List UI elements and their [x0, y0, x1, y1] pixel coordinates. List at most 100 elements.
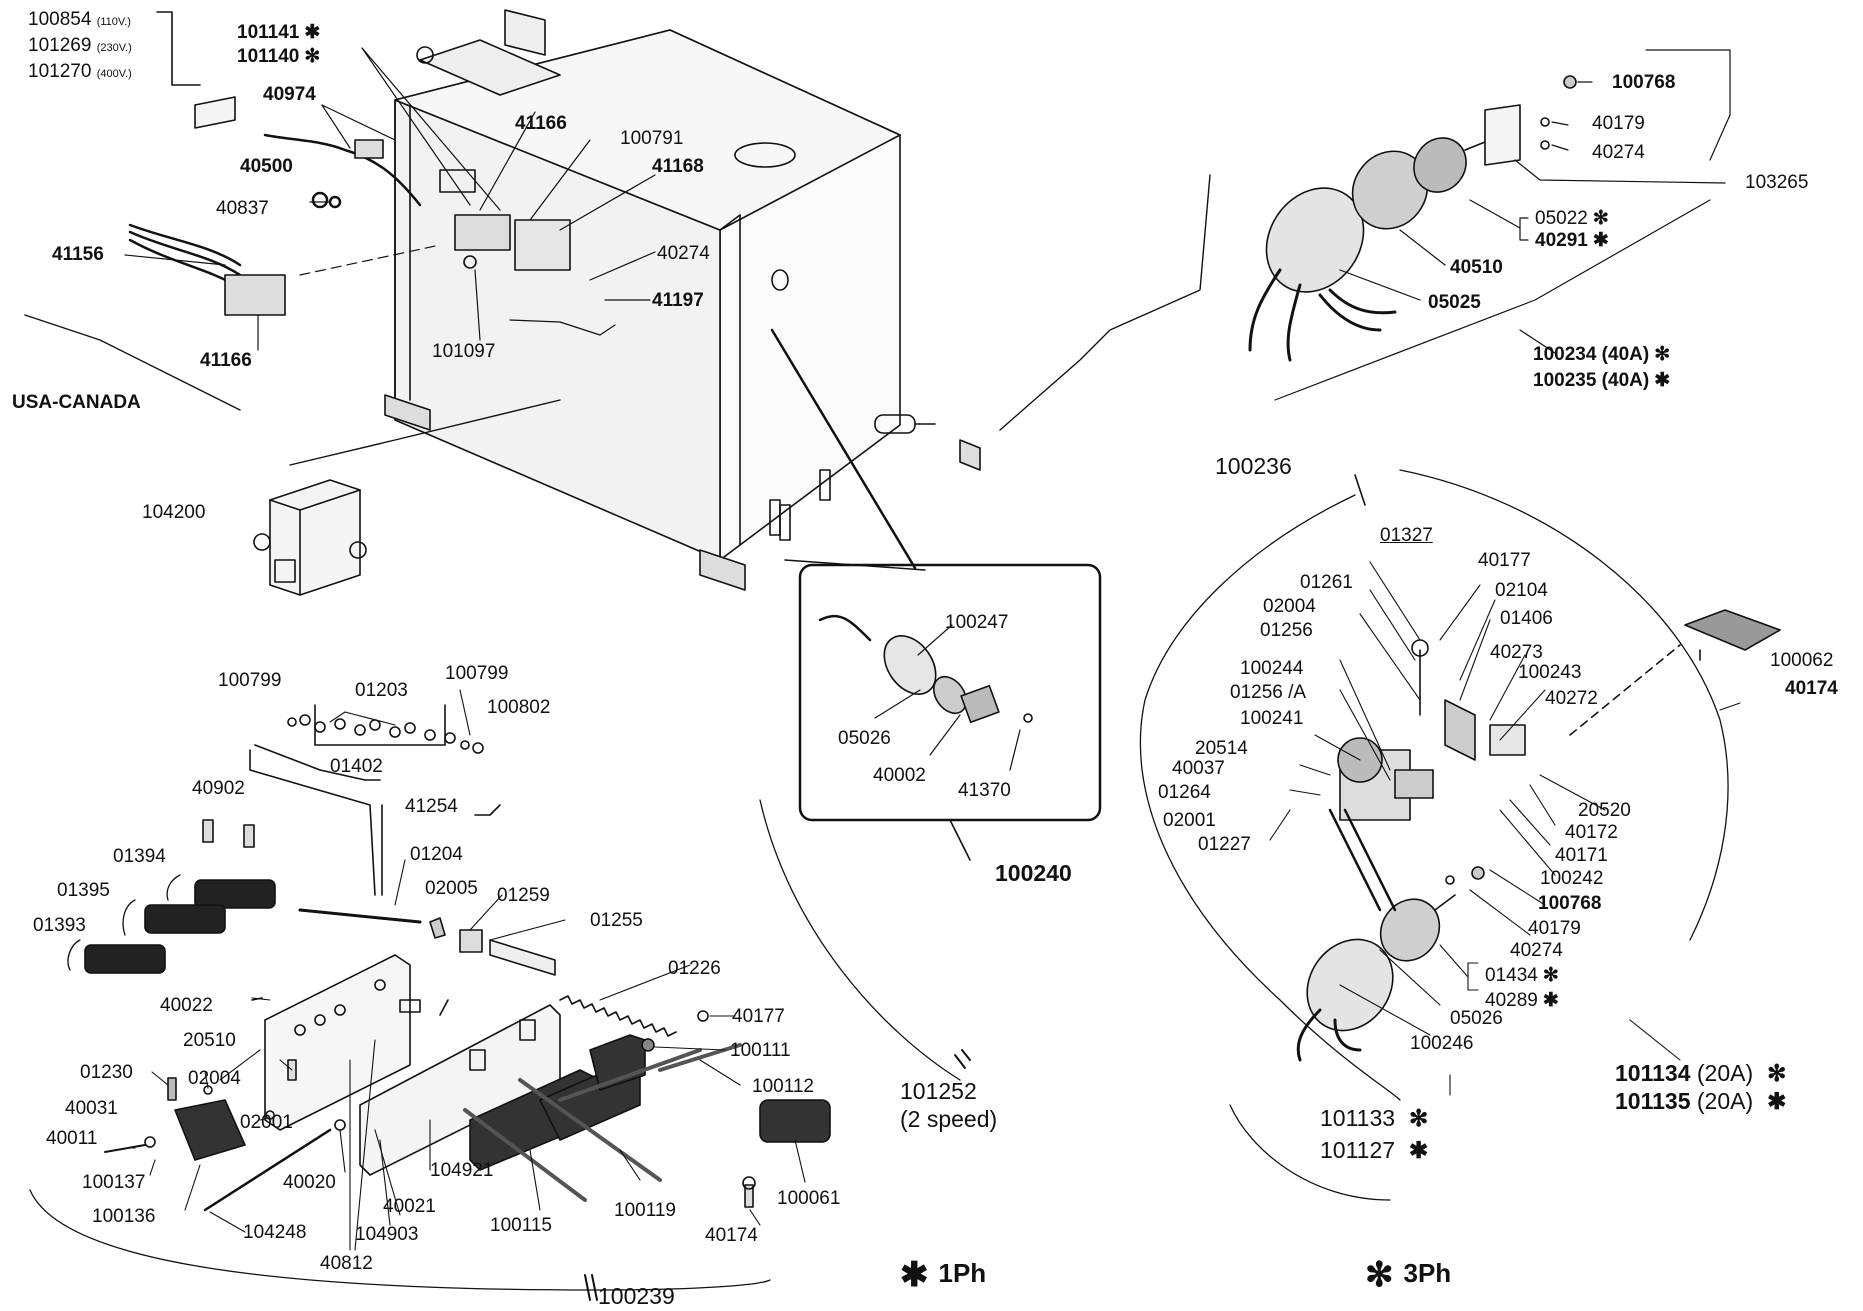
three-phase-icon: ✻ — [304, 46, 321, 67]
part-label: 20514 — [1195, 738, 1248, 759]
assembly-arc-101252 — [759, 799, 971, 1081]
part-label: 100802 — [487, 697, 551, 718]
part-label: 40274 — [657, 243, 710, 264]
part-label: 100768 — [1538, 893, 1602, 914]
part-number: 01434 — [1485, 965, 1538, 986]
voltage-note: (400V.) — [96, 68, 132, 80]
part-number: 05022 — [1535, 208, 1588, 229]
part-label: 01226 — [668, 958, 721, 979]
amp-rating: (20A) — [1696, 1060, 1754, 1086]
part-label: 01406 — [1500, 608, 1553, 629]
assembly-label: 100239 — [598, 1283, 675, 1309]
three-phase-icon: ✻ — [1409, 1105, 1429, 1131]
part-label: 01256 /A — [1230, 682, 1307, 703]
assembly-label: 101252 — [900, 1078, 977, 1104]
part-label: 100062 — [1770, 650, 1834, 671]
part-label: 01402 — [330, 756, 383, 777]
assembly-note: (2 speed) — [900, 1106, 998, 1132]
one-phase-icon: ✱ — [1767, 1088, 1787, 1114]
part-label: 101140✻ — [237, 46, 320, 68]
voltage-row: 101270 (400V.) — [28, 60, 132, 86]
assembly-label: 101133 ✻ — [1320, 1105, 1428, 1131]
three-phase-icon: ✻ — [1654, 344, 1671, 365]
part-label: 40021 — [383, 1196, 436, 1217]
assembly-number: 101135 — [1615, 1088, 1691, 1114]
part-label: 01259 — [497, 885, 550, 906]
part-label: 40272 — [1545, 688, 1598, 709]
part-label: 40020 — [283, 1172, 336, 1193]
part-label: 100111 — [730, 1040, 791, 1061]
part-label: 40179 — [1592, 113, 1645, 134]
part-label: 100242 — [1540, 868, 1604, 889]
part-label: 100791 — [620, 128, 684, 149]
part-label: 41166 — [515, 113, 567, 134]
assembly-number: 100235 (40A) — [1533, 370, 1650, 391]
one-phase-icon: ✱ — [304, 22, 321, 43]
part-label: 100119 — [614, 1200, 676, 1221]
part-label: 104921 — [430, 1160, 494, 1181]
part-label: 01261 — [1300, 572, 1353, 593]
part-label: 01327 — [1380, 525, 1433, 546]
wire-harness — [128, 133, 422, 316]
part-label: 41197 — [652, 290, 704, 311]
one-phase-icon: ✱ — [900, 1256, 929, 1294]
part-label: 05026 — [838, 728, 891, 749]
part-label: 101097 — [432, 341, 496, 362]
assembly-label: 101135 (20A)✱ — [1615, 1088, 1786, 1114]
voltage-callout-bracket — [156, 11, 236, 129]
part-label: 100247 — [945, 612, 1009, 633]
part-label: 20510 — [183, 1030, 236, 1051]
rocker-assembly — [463, 1034, 742, 1202]
part-label: 05022✻ — [1535, 208, 1609, 230]
part-label: 40179 — [1528, 918, 1581, 939]
three-phase-icon: ✻ — [1365, 1256, 1394, 1294]
junction-box-illustration — [253, 479, 367, 596]
part-label: 02001 — [240, 1112, 293, 1133]
part-label: 40011 — [46, 1128, 98, 1149]
one-phase-icon: ✱ — [1592, 230, 1609, 251]
part-label: 01203 — [355, 680, 408, 701]
assembly-number: 101133 — [1320, 1105, 1396, 1131]
legend-label: 3Ph — [1403, 1258, 1452, 1288]
part-label: 100112 — [752, 1076, 814, 1097]
legend-one-phase: ✱1Ph — [895, 1255, 986, 1295]
part-label: 40274 — [1510, 940, 1563, 961]
voltage-row: 100854 (110V.) — [28, 8, 132, 34]
three-phase-icon: ✻ — [1592, 208, 1609, 229]
part-label: 100246 — [1410, 1033, 1474, 1054]
part-number: 101270 — [28, 61, 92, 82]
contactor-40a-illustration — [1248, 75, 1577, 362]
cabinet-illustration — [384, 9, 981, 591]
part-label: 100768 — [1612, 72, 1676, 93]
part-label: 101141✱ — [237, 22, 320, 44]
contactor-20a-illustration — [1139, 469, 1781, 1201]
part-label: 05026 — [1450, 1008, 1503, 1029]
part-label: 100799 — [218, 670, 282, 691]
part-label: 104903 — [355, 1224, 419, 1245]
assembly-label: 101127✱ — [1320, 1137, 1428, 1163]
part-label: 05025 — [1428, 292, 1481, 313]
part-label: 40177 — [732, 1006, 785, 1027]
part-label: 01255 — [590, 910, 643, 931]
leader-lines-pedal — [124, 689, 806, 1251]
part-label: 100136 — [92, 1206, 156, 1227]
part-label: 02004 — [188, 1068, 241, 1089]
legend-three-phase: ✻ 3Ph — [1360, 1255, 1451, 1295]
part-label: 01204 — [410, 844, 463, 865]
part-label: 100241 — [1240, 708, 1304, 729]
part-label: 40174 — [705, 1225, 758, 1246]
part-label: 02104 — [1495, 580, 1548, 601]
assembly-label: 100240 — [995, 860, 1072, 886]
voltage-row: 101269 (230V.) — [28, 34, 132, 60]
leader-lines-top-left — [124, 47, 656, 351]
part-number: 101140 — [237, 46, 300, 67]
assembly-number: 101127 — [1320, 1137, 1396, 1163]
part-label: 40022 — [160, 995, 213, 1016]
part-label: 40002 — [873, 765, 926, 786]
part-label: 01393 — [33, 915, 86, 936]
part-number: 101269 — [28, 35, 92, 56]
assembly-number: 101134 — [1615, 1060, 1691, 1086]
part-label: 40031 — [65, 1098, 118, 1119]
part-label: 100799 — [445, 663, 509, 684]
